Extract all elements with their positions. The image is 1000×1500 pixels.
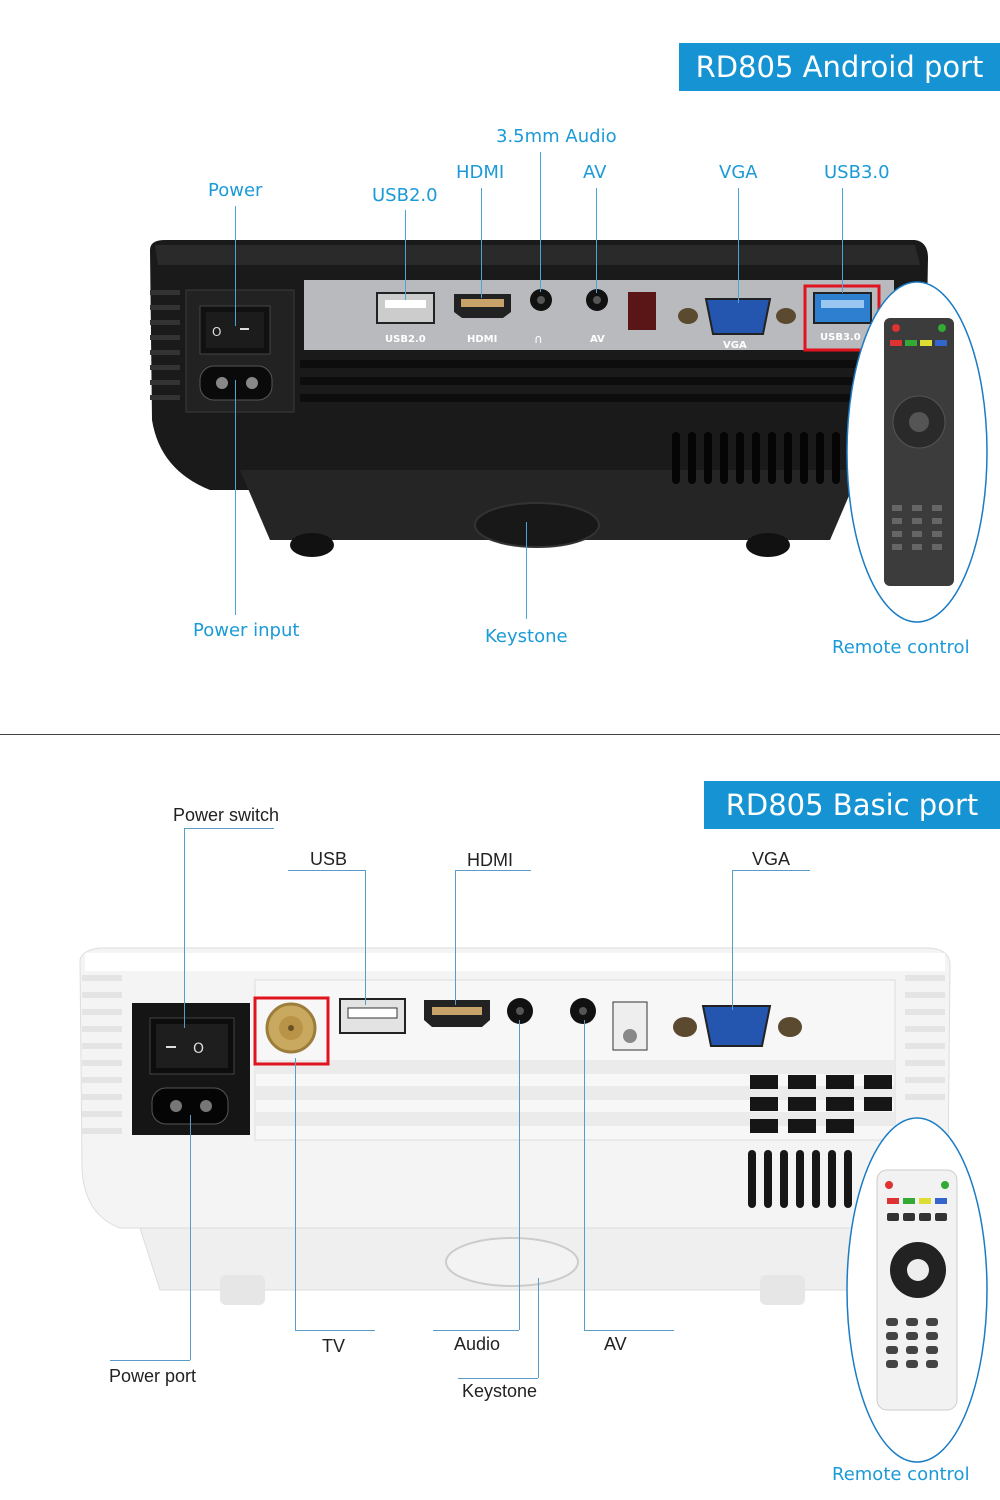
leader-audio-v: [519, 1020, 520, 1330]
leader-hdmi-h: [455, 870, 531, 871]
panel-print-hdmi: HDMI: [467, 334, 497, 345]
leader-usb-v: [365, 870, 366, 1005]
svg-text:O: O: [193, 1041, 204, 1057]
leader-power: [235, 206, 236, 326]
leader-vga-v: [732, 870, 733, 1010]
label-remote-control-basic: Remote control: [832, 1464, 970, 1485]
panel-print-vga: VGA: [723, 340, 747, 351]
leader-power-switch-h: [184, 828, 274, 829]
label-power-port: Power port: [109, 1366, 197, 1386]
label-vga-basic: VGA: [752, 849, 791, 869]
remote-control-bottom: [846, 1117, 988, 1463]
label-usb3: USB3.0: [824, 162, 890, 183]
label-keystone-basic: Keystone: [462, 1381, 538, 1401]
headphone-icon: ∩: [534, 332, 543, 346]
leader-power-switch-v: [184, 828, 185, 1028]
leader-audio: [540, 152, 541, 292]
label-usb2: USB2.0: [372, 185, 438, 206]
leader-power-port-v: [190, 1115, 191, 1360]
label-av: AV: [583, 162, 607, 183]
label-hdmi: HDMI: [456, 162, 505, 183]
panel-print-av: AV: [590, 334, 605, 345]
label-remote-control: Remote control: [832, 637, 970, 658]
leader-tv-h: [295, 1330, 375, 1331]
label-audio: Audio: [454, 1334, 501, 1354]
label-keystone: Keystone: [485, 626, 568, 647]
leader-usb2: [405, 210, 406, 300]
leader-power-port-h: [110, 1360, 190, 1361]
leader-hdmi: [481, 188, 482, 298]
section-divider: [0, 734, 1000, 735]
leader-usb-h: [288, 870, 366, 871]
leader-keystone: [526, 522, 527, 619]
label-usb: USB: [310, 849, 348, 869]
leader-vga-h: [732, 870, 810, 871]
leader-audio-h: [433, 1330, 519, 1331]
leader-power-input: [235, 380, 236, 615]
android-port-banner: RD805 Android port: [679, 43, 1000, 91]
label-tv: TV: [322, 1336, 346, 1356]
black-projector: O: [150, 240, 928, 557]
leader-av-v: [584, 1020, 585, 1330]
label-power-switch: Power switch: [173, 805, 280, 825]
label-3.5mm-audio: 3.5mm Audio: [496, 126, 617, 147]
leader-vga: [738, 188, 739, 303]
basic-port-banner: RD805 Basic port: [704, 781, 1000, 829]
leader-av: [596, 188, 597, 293]
label-power-input: Power input: [193, 620, 300, 641]
leader-tv-v: [295, 1058, 296, 1330]
panel-print-usb3: USB3.0: [820, 332, 861, 343]
panel-print-usb2: USB2.0: [385, 334, 426, 345]
label-power: Power: [208, 180, 263, 201]
svg-text:O: O: [212, 325, 221, 339]
remote-control-top: [846, 281, 988, 623]
label-vga: VGA: [719, 162, 758, 183]
label-av-basic: AV: [604, 1334, 627, 1354]
leader-keystone-h: [458, 1378, 538, 1379]
white-projector: O: [79, 947, 951, 1305]
leader-av-h: [584, 1330, 674, 1331]
leader-usb3: [842, 188, 843, 293]
label-hdmi-basic: HDMI: [467, 850, 513, 870]
leader-hdmi-v: [455, 870, 456, 1005]
leader-keystone-v: [538, 1278, 539, 1378]
